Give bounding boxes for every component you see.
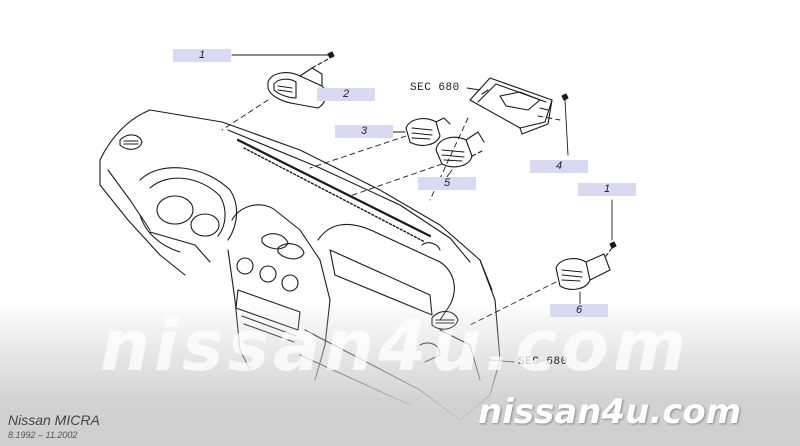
part-3-center-vent	[405, 117, 451, 146]
vehicle-model: Nissan MICRA	[8, 412, 100, 428]
callout-part-5: 5	[418, 177, 476, 190]
callout-part-4: 4	[530, 160, 588, 173]
callout-part-1-top: 1	[173, 49, 231, 62]
callout-part-1-right: 1	[578, 183, 636, 196]
part-5-center-vent	[435, 131, 485, 168]
section-ref-upper: SEC 680	[410, 82, 460, 94]
part-6-side-vent	[555, 253, 611, 290]
section-ref-lower: SEC 680	[518, 356, 568, 368]
part-1-screw-right	[605, 199, 617, 257]
callout-part-2: 2	[317, 88, 375, 101]
callout-part-6: 6	[550, 304, 608, 317]
production-years: 8.1992 – 11.2002	[8, 430, 78, 440]
callout-part-3: 3	[335, 125, 393, 138]
center-bracket	[469, 77, 553, 135]
part-1-screw-top	[231, 51, 335, 59]
part-4-screw	[561, 93, 569, 156]
instrument-panel	[99, 109, 501, 421]
brand-logo-text: nissan4u.com	[478, 392, 742, 432]
